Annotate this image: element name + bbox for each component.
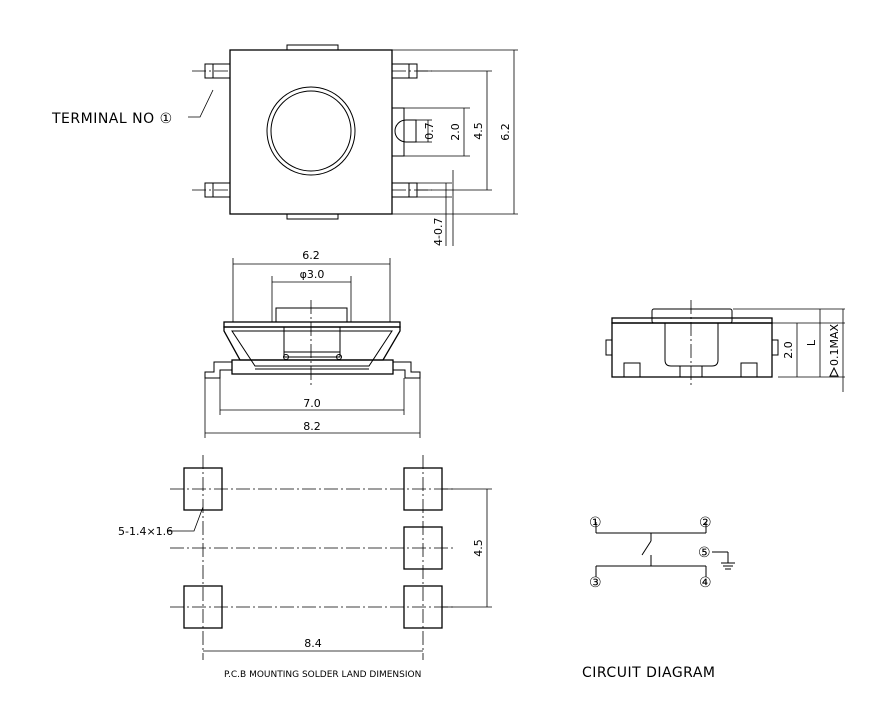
dim-flatness: 0.1MAX — [828, 323, 841, 366]
pad-label: 5-1.4×1.6 — [118, 525, 173, 538]
dim-lead: 4-0.7 — [432, 218, 445, 246]
pcb-caption: P.C.B MOUNTING SOLDER LAND DIMENSION — [224, 670, 421, 680]
side-notch — [391, 80, 405, 184]
side-plate — [611, 317, 773, 324]
dim-slot: 0.7 — [423, 122, 436, 140]
dim-body: 6.2 — [499, 123, 512, 141]
side-lead-left — [623, 362, 641, 378]
top-view: TERMINAL NO ① 0.7 2.0 4.5 6.2 4-0.7 — [51, 44, 518, 246]
housing-inner — [231, 330, 393, 367]
circuit-diagram: ① ② ③ ④ ⑤ CIRCUIT DIAGRAM — [582, 515, 735, 681]
side-actuator — [651, 308, 733, 324]
pin-5-label: ⑤ — [698, 545, 711, 561]
base — [231, 359, 394, 375]
side-lead-right — [740, 362, 758, 378]
bottom-tab — [286, 213, 339, 220]
dim-front-body: 6.2 — [302, 249, 320, 262]
circuit-caption: CIRCUIT DIAGRAM — [582, 665, 716, 681]
dim-overall: 8.2 — [303, 420, 321, 433]
plunger — [283, 326, 341, 358]
flatness-symbol — [829, 366, 839, 377]
terminal-label: TERMINAL NO ① — [51, 111, 173, 127]
dim-inner: 2.0 — [449, 123, 462, 141]
lead-right — [393, 361, 421, 379]
dim-pitch: 4.5 — [472, 122, 485, 140]
dim-l: L — [805, 339, 818, 346]
terminal-leader — [188, 89, 214, 118]
top-plate — [223, 321, 401, 328]
housing — [223, 326, 401, 361]
pin-1-label: ① — [589, 515, 602, 531]
slot — [394, 119, 417, 143]
side-view: 2.0 L 0.1MAX — [605, 300, 845, 392]
switch-body-outline — [229, 49, 393, 215]
dim-pcb-vertical: 4.5 — [472, 539, 485, 557]
actuator-outer-circle — [266, 86, 356, 176]
dim-height: 2.0 — [782, 341, 795, 359]
pin-2-label: ② — [699, 515, 712, 531]
side-body — [611, 322, 773, 378]
actuator-stem — [275, 307, 348, 323]
pcb-layout: 4.5 8.4 5-1.4×1.6 P.C.B MOUNTING SOLDER … — [118, 455, 492, 680]
actuator-inner-circle — [270, 90, 352, 172]
lead-left — [204, 361, 232, 379]
front-view: 6.2 φ3.0 7.0 8.2 — [204, 249, 421, 438]
dim-lead-span: 7.0 — [303, 397, 321, 410]
dim-actuator: φ3.0 — [300, 268, 325, 281]
switch-contact — [641, 540, 652, 556]
pin-4-label: ④ — [699, 575, 712, 591]
pin-3-label: ③ — [589, 575, 602, 591]
dim-pcb-horizontal: 8.4 — [304, 637, 322, 650]
side-stem — [664, 323, 719, 367]
top-tab — [286, 44, 339, 51]
